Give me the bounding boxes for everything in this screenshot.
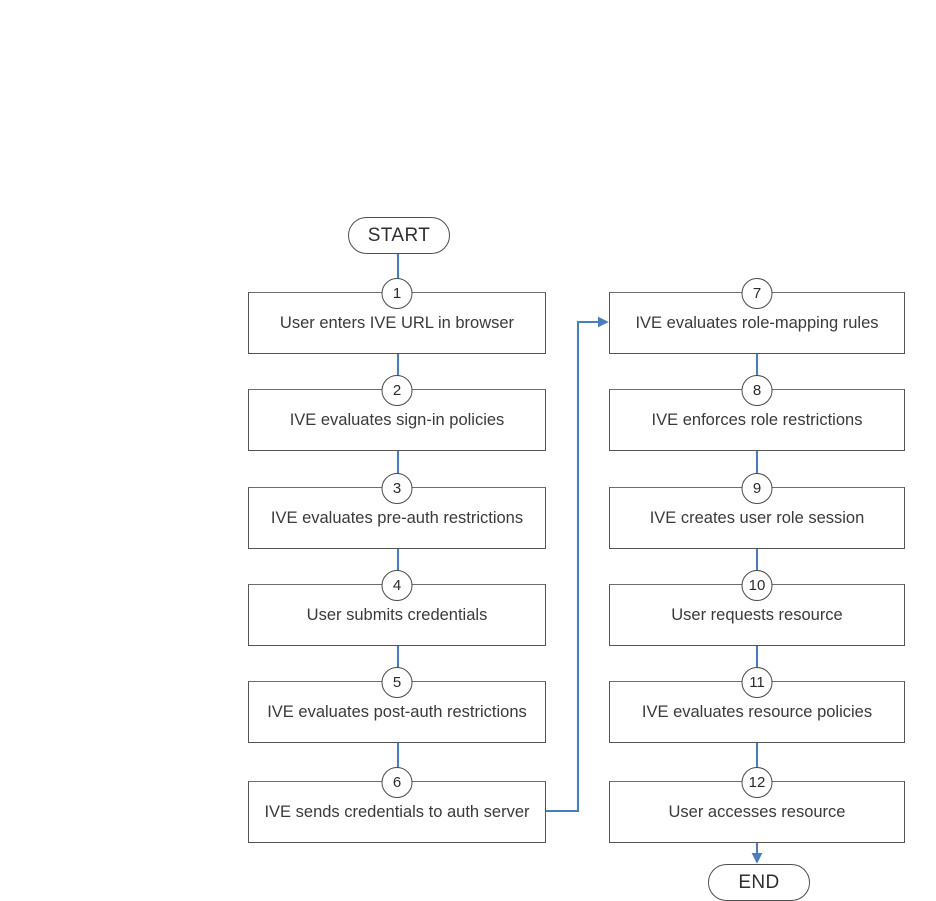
step-label-8: IVE enforces role restrictions [651, 411, 863, 430]
step-label-11: IVE evaluates resource policies [641, 703, 873, 722]
start-label: START [367, 224, 431, 246]
step-number-7: 7 [741, 277, 773, 309]
step-label-5: IVE evaluates post-auth restrictions [267, 703, 527, 722]
step-label-7: IVE evaluates role-mapping rules [635, 314, 879, 333]
step-box-5[interactable]: 5 IVE evaluates post-auth restrictions [248, 666, 546, 743]
step-box-1[interactable]: 1 User enters IVE URL in browser [248, 277, 546, 354]
step-box-6[interactable]: 6 IVE sends credentials to auth server [248, 766, 546, 843]
step-box-11[interactable]: 11 IVE evaluates resource policies [609, 666, 905, 743]
step-label-6: IVE sends credentials to auth server [264, 803, 530, 822]
step-label-2: IVE evaluates sign-in policies [289, 411, 505, 430]
step-box-8[interactable]: 8 IVE enforces role restrictions [609, 374, 905, 451]
step-number-3: 3 [381, 472, 413, 504]
step-number-6: 6 [381, 766, 413, 798]
step-number-12: 12 [741, 766, 773, 798]
end-label: END [738, 871, 780, 893]
step-number-4: 4 [381, 569, 413, 601]
step-box-12[interactable]: 12 User accesses resource [609, 766, 905, 843]
step-box-3[interactable]: 3 IVE evaluates pre-auth restrictions [248, 472, 546, 549]
step-label-9: IVE creates user role session [649, 509, 865, 528]
step-label-10: User requests resource [671, 606, 843, 625]
step-label-12: User accesses resource [668, 803, 846, 822]
step-label-3: IVE evaluates pre-auth restrictions [270, 509, 524, 528]
step-number-2: 2 [381, 374, 413, 406]
step-label-4: User submits credentials [306, 606, 488, 625]
connector-6-7 [546, 316, 609, 813]
step-box-9[interactable]: 9 IVE creates user role session [609, 472, 905, 549]
step-number-9: 9 [741, 472, 773, 504]
step-number-1: 1 [381, 277, 413, 309]
step-box-10[interactable]: 10 User requests resource [609, 569, 905, 646]
step-number-10: 10 [741, 569, 773, 601]
end-terminator[interactable]: END [708, 864, 810, 901]
step-number-5: 5 [381, 666, 413, 698]
start-terminator[interactable]: START [348, 217, 450, 254]
step-box-2[interactable]: 2 IVE evaluates sign-in policies [248, 374, 546, 451]
step-number-8: 8 [741, 374, 773, 406]
step-box-7[interactable]: 7 IVE evaluates role-mapping rules [609, 277, 905, 354]
step-label-1: User enters IVE URL in browser [279, 314, 515, 333]
step-box-4[interactable]: 4 User submits credentials [248, 569, 546, 646]
step-number-11: 11 [741, 666, 773, 698]
